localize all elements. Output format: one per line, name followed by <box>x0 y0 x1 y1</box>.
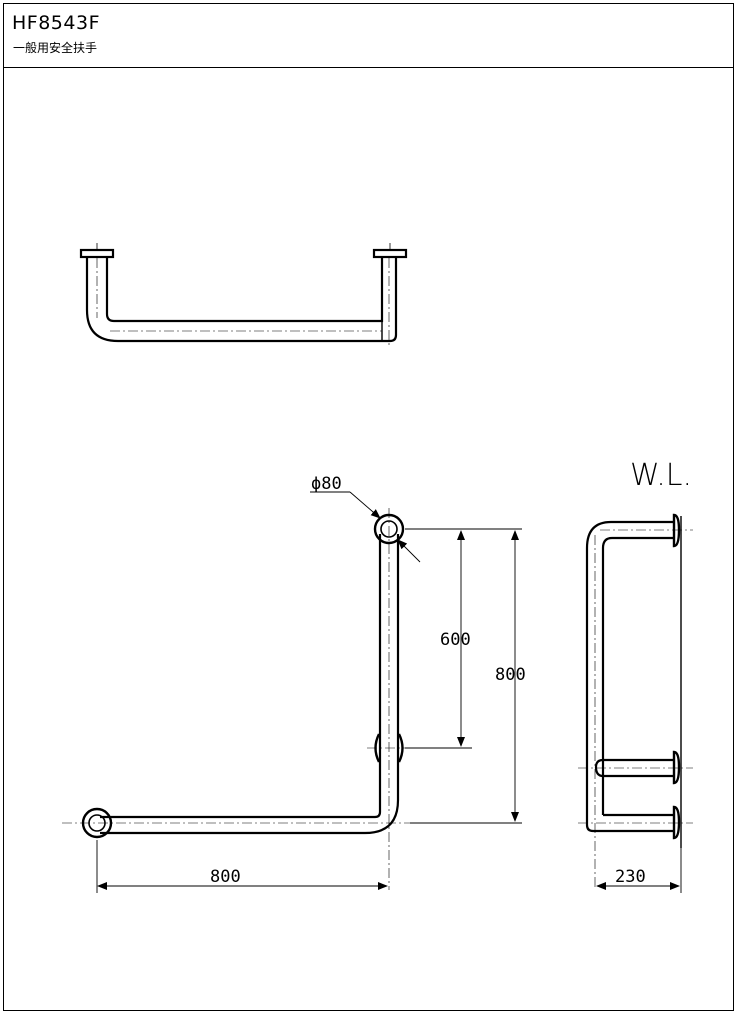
model-number: HF8543F <box>12 12 100 34</box>
diameter-leader <box>310 491 421 563</box>
product-name: 一般用安全扶手 <box>13 41 98 55</box>
dim-600 <box>405 528 472 749</box>
dim-230-label: 230 <box>615 867 646 887</box>
top-view-centerlines <box>96 258 390 345</box>
diameter-label: ϕ80 <box>311 474 342 494</box>
dim-800-vertical <box>410 528 522 824</box>
water-level-label: W.L. <box>630 458 692 493</box>
sheet-frame <box>3 3 734 1011</box>
front-view-centerlines <box>62 508 411 890</box>
dim-800-vertical-label: 800 <box>495 665 526 685</box>
top-view-left-flange <box>79 243 115 259</box>
side-view-flanges <box>672 513 681 840</box>
front-view-tube <box>100 534 400 835</box>
side-view <box>578 513 693 888</box>
top-view-right-flange <box>372 243 408 259</box>
side-view-centerlines <box>578 529 693 888</box>
side-view-middle-bar <box>594 758 673 778</box>
front-view <box>62 508 411 890</box>
top-view <box>79 243 408 345</box>
dim-600-label: 600 <box>440 630 471 650</box>
title-block-divider <box>3 67 734 68</box>
top-view-tube <box>85 257 398 343</box>
dim-800-horizontal-label: 800 <box>210 867 241 887</box>
side-view-upper-tube <box>585 520 673 833</box>
dim-230 <box>596 848 682 893</box>
dimensions <box>96 491 682 893</box>
dim-800-horizontal <box>96 840 388 893</box>
